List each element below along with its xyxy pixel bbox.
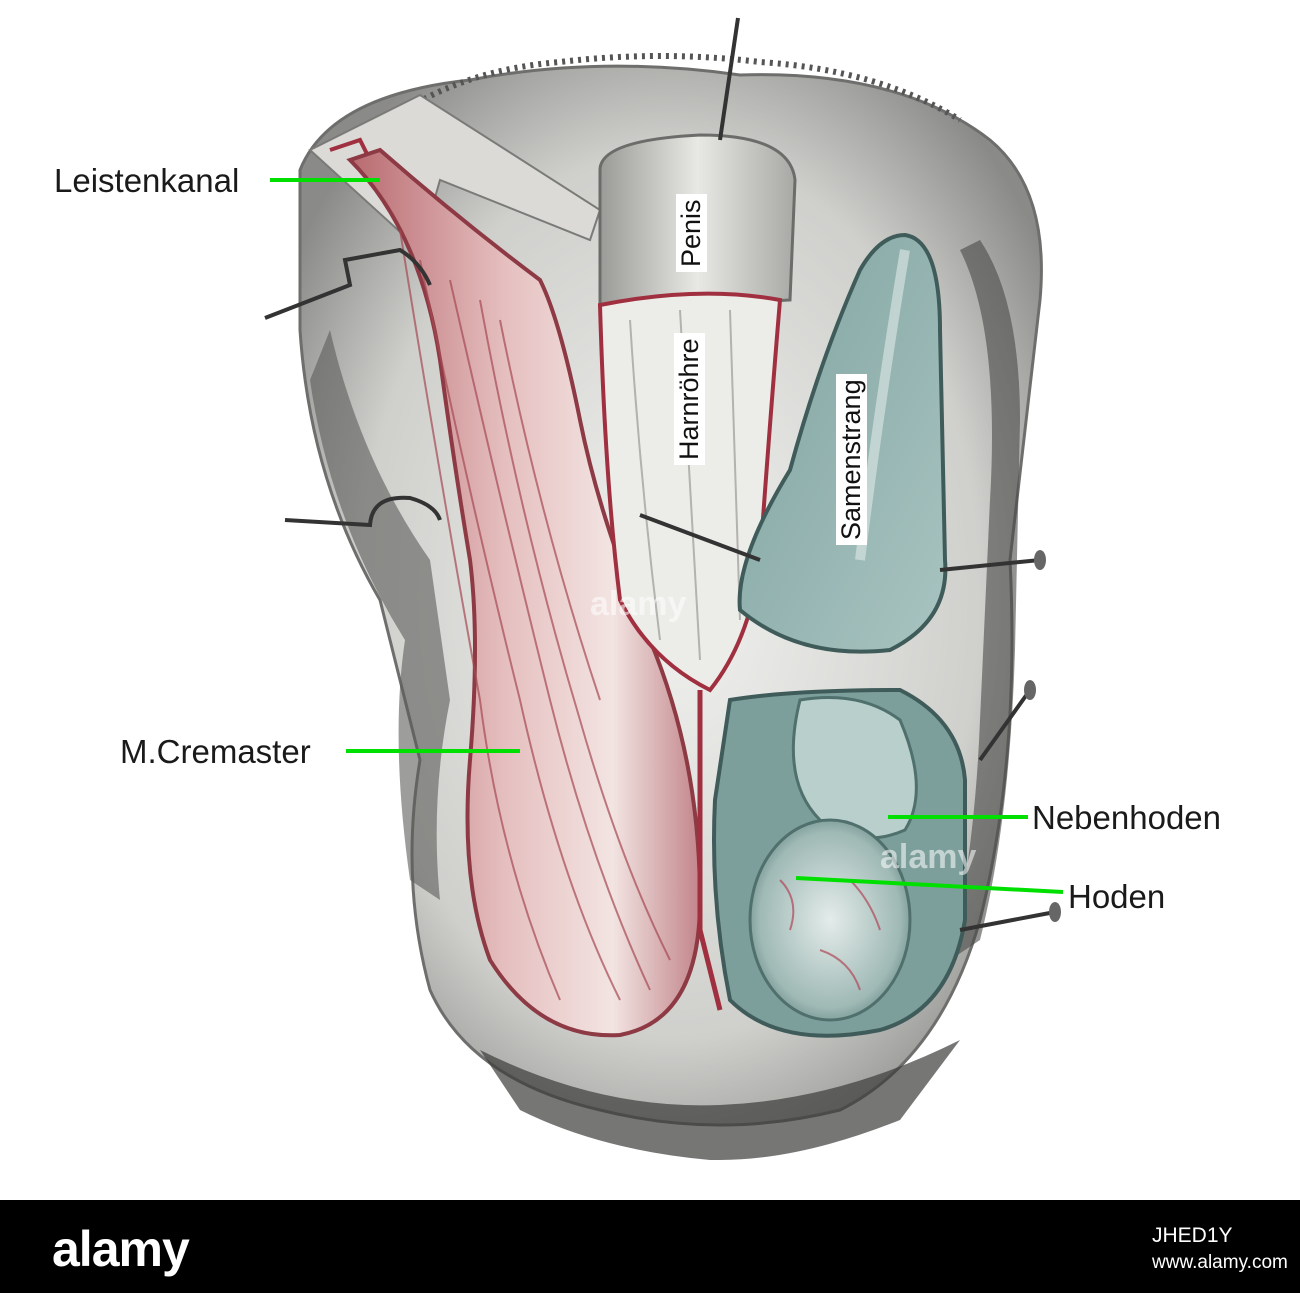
label-cremaster: M.Cremaster [120,733,311,770]
alamy-logo: alamy [52,1221,190,1277]
label-nebenhoden: Nebenhoden [1032,799,1222,836]
label-harnroehre: Harnröhre [674,333,705,465]
watermark-alamy: alamy [590,585,687,623]
pin-heads [1024,550,1061,922]
testis [748,818,912,1022]
label-penis: Penis [676,194,707,272]
surgical-pins [264,17,1056,932]
watermark-alamy: alamy [880,838,977,876]
leader-hoden [795,876,1064,894]
shadow-left [310,330,450,900]
epididymis [791,696,918,840]
base-shadow [480,1040,960,1160]
pubic-hair-edge [388,53,962,123]
cremaster-muscle [346,147,703,1038]
cremaster-striations [399,229,671,1001]
shadow-right [950,240,1020,960]
urethra-vessel [697,690,723,1011]
label-samenstrang: Samenstrang [836,374,867,545]
leader-lines [270,178,1064,894]
image-id: JHED1Y [1152,1224,1233,1247]
anatomy-illustration [264,17,1064,1160]
label-hoden: Hoden [1068,878,1166,915]
stock-footer-bar: alamy JHED1Y www.alamy.com [0,1200,1300,1293]
label-leistenkanal: Leistenkanal [54,162,240,199]
testis-vessels [779,879,881,991]
alamy-url: www.alamy.com [1152,1252,1288,1273]
